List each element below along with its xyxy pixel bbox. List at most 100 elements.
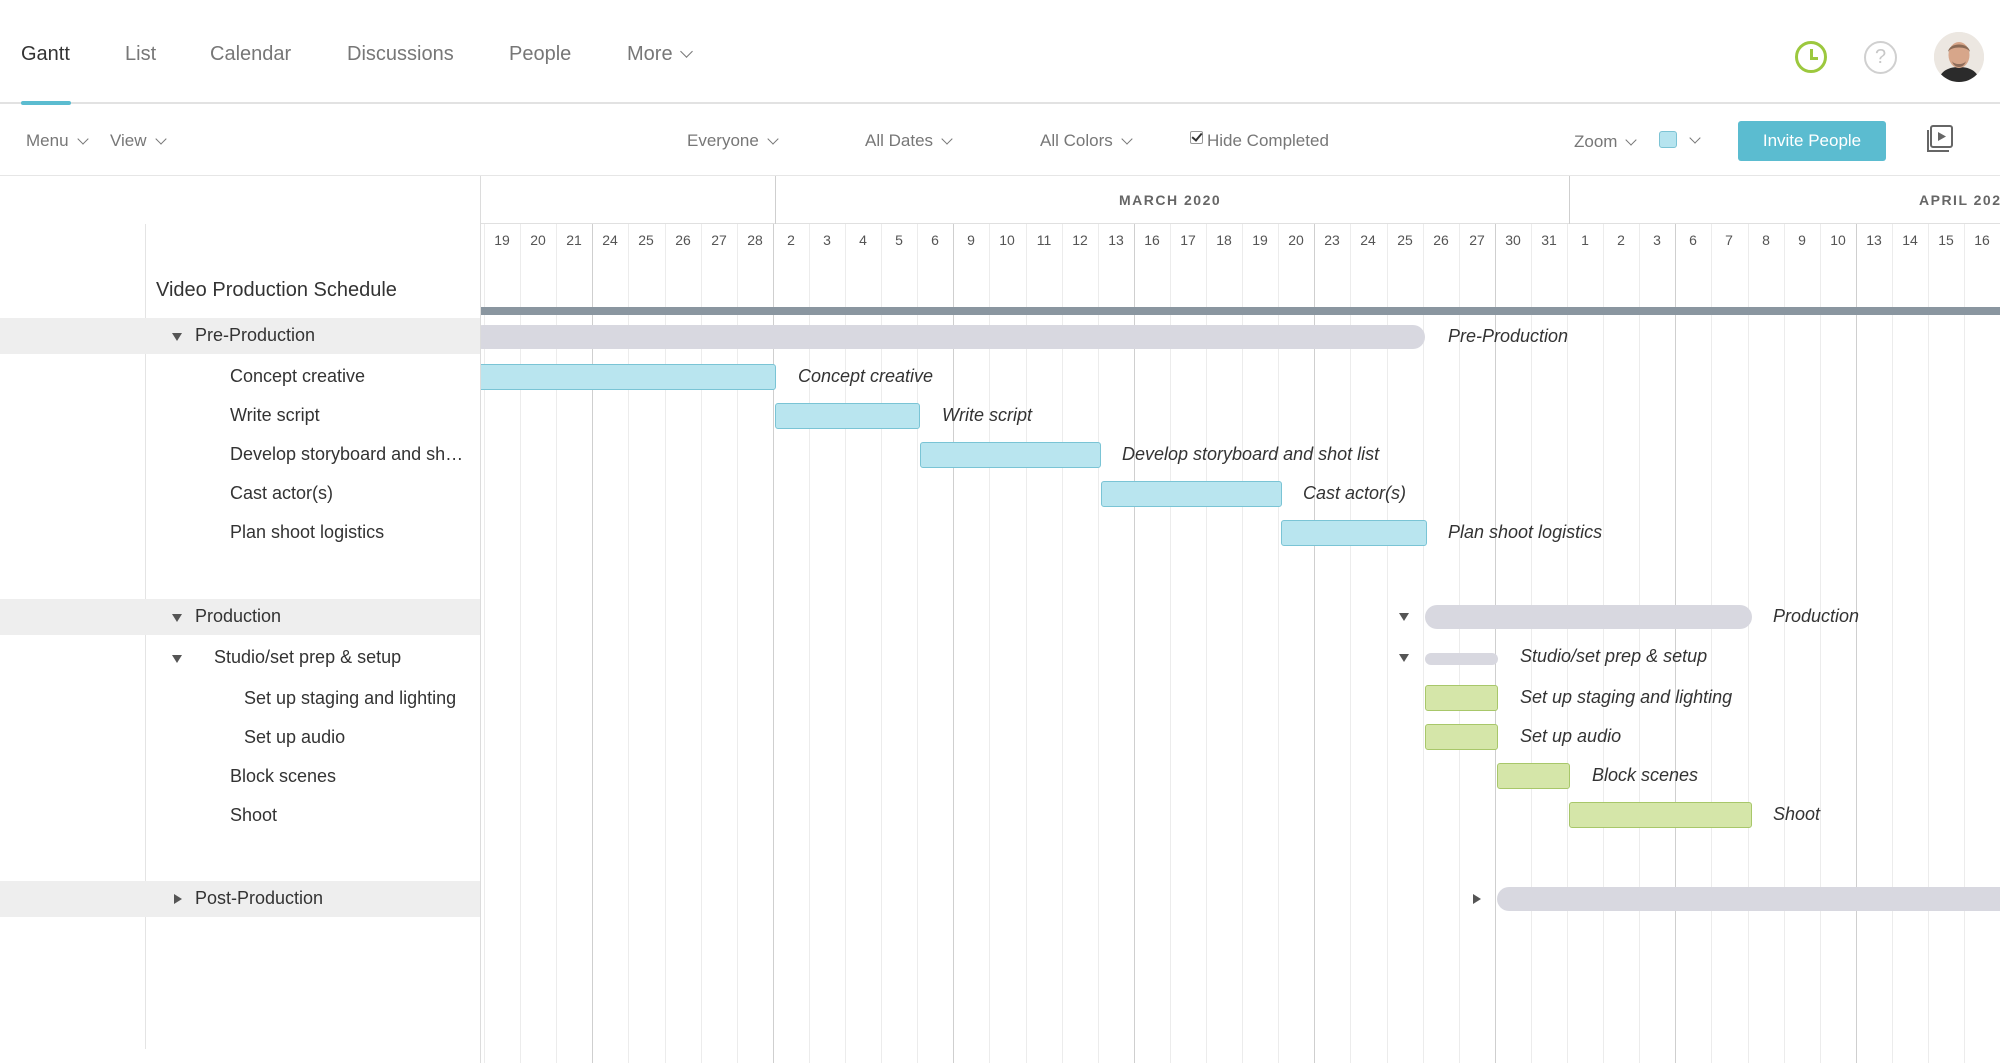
subgroup-label[interactable]: Studio/set prep & setup (214, 647, 402, 667)
grid-line (1098, 224, 1099, 1063)
grid-line (1242, 224, 1243, 1063)
tab-people[interactable]: People (509, 43, 572, 65)
day-label: 4 (859, 232, 867, 248)
tab-gantt[interactable]: Gantt (21, 43, 70, 65)
day-label: 26 (675, 232, 691, 248)
task-bar[interactable] (1497, 763, 1570, 789)
task-bar[interactable] (1569, 802, 1752, 828)
grid-line (809, 224, 810, 1063)
collapse-triangle-icon[interactable] (172, 655, 182, 663)
bar-label: Pre-Production (1448, 326, 1569, 346)
menu-dropdown[interactable]: Menu (26, 131, 89, 151)
collapse-triangle-icon[interactable] (172, 614, 182, 622)
task-bar[interactable] (481, 364, 776, 390)
tab-discussions[interactable]: Discussions (347, 43, 454, 65)
task-label[interactable]: Shoot (230, 805, 278, 825)
hide-completed-checkbox[interactable] (1190, 131, 1203, 144)
collapse-triangle-icon[interactable] (1399, 613, 1409, 621)
summary-bar-production[interactable] (1425, 605, 1752, 629)
grid-line (592, 224, 593, 1063)
group-label: Post-Production (195, 888, 324, 908)
day-label: 23 (1324, 232, 1340, 248)
tab-more[interactable]: More (627, 43, 693, 66)
collapse-triangle-icon[interactable] (1399, 654, 1409, 662)
task-bar[interactable] (775, 403, 920, 429)
grid-line (628, 224, 629, 1063)
zoom-dropdown[interactable]: Zoom (1574, 132, 1638, 152)
task-bar[interactable] (1425, 685, 1498, 711)
task-bar[interactable] (1281, 520, 1427, 546)
task-label[interactable]: Set up audio (244, 727, 346, 747)
task-bar[interactable] (920, 442, 1101, 468)
grid-line (1639, 224, 1640, 1063)
expand-triangle-icon[interactable] (1473, 894, 1481, 904)
group-row-production[interactable] (0, 599, 480, 635)
summary-bar-studio-prep[interactable] (1425, 653, 1498, 665)
group-row-post-production[interactable] (0, 881, 480, 917)
task-label[interactable]: Cast actor(s) (230, 483, 334, 503)
grid-line (1856, 224, 1857, 1063)
active-tab-indicator (21, 101, 71, 105)
tab-list[interactable]: List (125, 43, 157, 65)
everyone-label: Everyone (687, 131, 759, 150)
day-label: 19 (494, 232, 510, 248)
task-label[interactable]: Plan shoot logistics (230, 522, 385, 542)
tab-more-label: More (627, 43, 673, 65)
bar-label: Write script (942, 405, 1032, 425)
grid-line (1784, 224, 1785, 1063)
day-label: 28 (747, 232, 763, 248)
task-label[interactable]: Concept creative (230, 366, 366, 386)
project-summary-bar[interactable] (481, 307, 2000, 315)
invite-people-button[interactable]: Invite People (1738, 121, 1886, 161)
task-bar[interactable] (1425, 724, 1498, 750)
summary-bar-pre-production[interactable] (481, 325, 1425, 349)
grid-line (1026, 224, 1027, 1063)
chevron-down-icon (1689, 132, 1701, 144)
task-label[interactable]: Block scenes (230, 766, 337, 786)
group-row-pre-production[interactable] (0, 318, 480, 354)
month-divider (775, 176, 776, 224)
grid-line (1495, 224, 1496, 1063)
task-bar[interactable] (1101, 481, 1282, 507)
day-label: 27 (711, 232, 727, 248)
grid-line (1062, 224, 1063, 1063)
panel-divider (145, 224, 146, 1049)
color-picker[interactable] (1659, 128, 1701, 150)
grid-line (917, 224, 918, 1063)
day-label: 20 (1288, 232, 1304, 248)
task-label[interactable]: Set up staging and lighting (244, 688, 457, 708)
colors-filter[interactable]: All Colors (1040, 131, 1133, 151)
tab-calendar[interactable]: Calendar (210, 43, 292, 65)
day-label: 17 (1180, 232, 1196, 248)
toolbar: Menu View Everyone All Dates All Colors … (0, 104, 2000, 176)
month-label: MARCH 2020 (1119, 192, 1222, 208)
bar-label: Shoot (1773, 804, 1821, 824)
bar-label: Develop storyboard and shot list (1122, 444, 1380, 464)
grid-line (1603, 224, 1604, 1063)
everyone-filter[interactable]: Everyone (687, 131, 779, 151)
day-label: 24 (602, 232, 618, 248)
grid-line (1928, 224, 1929, 1063)
grid-line (1675, 224, 1676, 1063)
view-dropdown[interactable]: View (110, 131, 167, 151)
summary-bar-post-production[interactable] (1497, 887, 2000, 911)
collapse-triangle-icon[interactable] (172, 333, 182, 341)
grid-line (845, 224, 846, 1063)
help-icon[interactable]: ? (1864, 41, 1897, 74)
day-label: 3 (823, 232, 831, 248)
bar-label: Studio/set prep & setup (1520, 646, 1708, 666)
task-label[interactable]: Develop storyboard and sh… (230, 444, 464, 464)
play-presentation-icon[interactable] (1926, 125, 1954, 153)
dates-filter[interactable]: All Dates (865, 131, 953, 151)
day-label: 3 (1653, 232, 1661, 248)
bar-label: Block scenes (1592, 765, 1699, 785)
hide-completed-toggle[interactable]: Hide Completed (1190, 131, 1329, 151)
project-title[interactable]: Video Production Schedule (156, 279, 397, 301)
month-label: APRIL 2020 (1919, 192, 2000, 208)
avatar[interactable] (1934, 32, 1984, 82)
expand-triangle-icon[interactable] (174, 894, 182, 904)
clock-icon[interactable] (1795, 41, 1827, 73)
task-label[interactable]: Write script (230, 405, 320, 425)
grid-line (1964, 224, 1965, 1063)
day-label: 9 (967, 232, 975, 248)
